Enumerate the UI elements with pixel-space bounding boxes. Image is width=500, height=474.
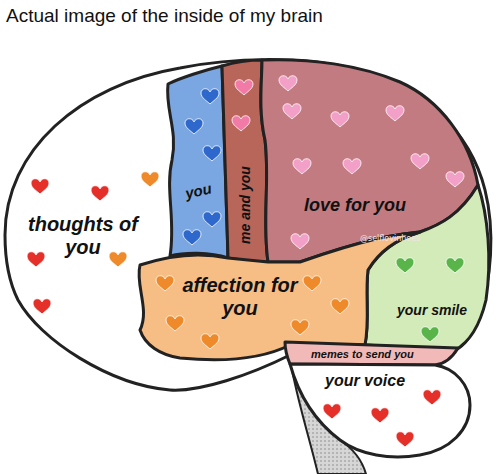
cerebellum xyxy=(290,364,470,457)
region-label: you xyxy=(183,179,213,201)
region-text: love for you xyxy=(304,195,406,216)
region-text: thoughts of you xyxy=(10,213,156,259)
brain-outline xyxy=(5,60,491,391)
heart-icon xyxy=(371,408,389,423)
region-label: me and you xyxy=(237,166,253,244)
heart-icon xyxy=(411,154,429,169)
region-label: memes to send you xyxy=(311,348,414,361)
heart-icon xyxy=(235,80,253,95)
heart-icon xyxy=(166,316,184,331)
region-text: your voice xyxy=(325,372,405,390)
heart-icon xyxy=(446,258,464,273)
heart-icon xyxy=(396,432,414,447)
heart-icon xyxy=(386,106,404,121)
heart-icon xyxy=(331,299,349,314)
heart-icon xyxy=(303,276,321,291)
region-label: your voice xyxy=(325,372,405,390)
heart-icon xyxy=(396,258,414,273)
heart-icon xyxy=(141,172,159,187)
orange-region xyxy=(139,232,420,360)
region-label: your smile xyxy=(397,302,467,318)
heart-icon xyxy=(291,234,309,249)
heart-icon xyxy=(279,76,297,91)
region-text: me and you xyxy=(237,166,253,244)
heart-icon xyxy=(291,320,309,335)
heart-icon xyxy=(421,327,439,342)
heart-icon xyxy=(293,159,311,174)
heart-icon xyxy=(27,252,45,267)
region-text: you xyxy=(183,179,213,201)
brain-regions xyxy=(5,60,491,474)
region-text: your smile xyxy=(397,302,467,318)
heart-icon xyxy=(183,230,201,245)
heart-icon xyxy=(423,390,441,405)
heart-icon xyxy=(203,212,221,227)
region-text: affection for you xyxy=(180,274,300,320)
heart-icon xyxy=(323,404,341,419)
blue-region xyxy=(168,66,228,258)
region-label: affection for you xyxy=(180,274,300,320)
heart-icon xyxy=(185,119,203,134)
watermark: @selflovinhoes xyxy=(360,234,420,243)
hearts xyxy=(27,76,464,447)
pink-strip xyxy=(285,342,458,365)
meme-title: Actual image of the inside of my brain xyxy=(6,5,323,27)
region-text: memes to send you xyxy=(311,348,414,361)
heart-icon xyxy=(283,104,301,119)
heart-icon xyxy=(232,116,250,131)
heart-icon xyxy=(203,146,221,161)
region-label: love for you xyxy=(304,195,406,216)
heart-icon xyxy=(31,179,49,194)
heart-icon xyxy=(109,252,127,267)
heart-icon xyxy=(33,299,51,314)
heart-icon xyxy=(91,186,109,201)
heart-icon xyxy=(201,334,219,349)
heart-icon xyxy=(343,159,361,174)
heart-icon xyxy=(446,172,464,187)
heart-icon xyxy=(331,112,349,127)
region-label: thoughts of you xyxy=(10,213,156,259)
heart-icon xyxy=(201,89,219,104)
heart-icon xyxy=(156,276,174,291)
